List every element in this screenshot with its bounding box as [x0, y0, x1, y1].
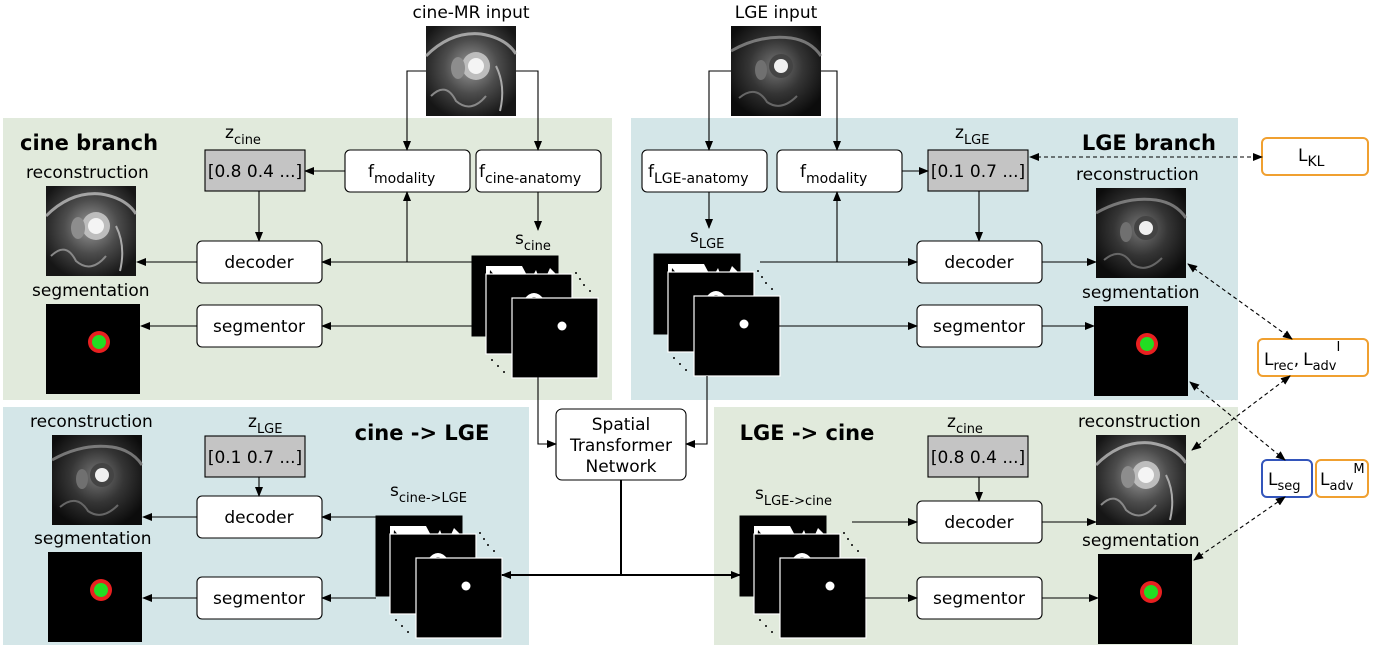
cine-to-lge-title: cine -> LGE: [355, 421, 490, 445]
z-lge-code-2: [0.1 0.7 ...]: [208, 448, 302, 468]
s-lge-label: sLGE: [690, 227, 724, 252]
z-lge-label: zLGE: [955, 123, 989, 148]
cine-input-to-f-anatomy-arrow: [516, 70, 542, 151]
lge-input-label: LGE input: [735, 3, 818, 23]
rec-adv-loss-box: [1257, 338, 1369, 377]
lge-to-cine-decoder-label: decoder: [944, 513, 1013, 533]
z-lge-label-2: zLGE: [248, 412, 282, 437]
cine-to-lge-segmentor-label: segmentor: [213, 589, 305, 609]
lge-decoder-label: decoder: [944, 253, 1013, 273]
z-cine-label: zcine: [225, 123, 261, 148]
cine-branch-title: cine branch: [20, 131, 158, 155]
s-lge-to-cine-label: sLGE->cine: [755, 484, 832, 509]
cine-to-lge-segmentation-label: segmentation: [34, 529, 152, 549]
s-cine-to-stn-arrow: [537, 376, 557, 448]
cine-to-lge-reconstruction-image: [50, 433, 144, 527]
f-lge-anatomy-label: fLGE-anatomy: [648, 162, 749, 187]
z-lge-code-box-2: [204, 435, 306, 478]
cine-to-lge-segmentation-image: [48, 552, 142, 642]
lge-segmentor-label: segmentor: [933, 317, 1025, 337]
cine-segmentation-label: segmentation: [32, 281, 150, 301]
cine-to-lge-decoder-label: decoder: [224, 508, 293, 528]
f-modality-label-lge: fmodality: [800, 162, 867, 187]
lge-segmentation-label: segmentation: [1082, 283, 1200, 303]
seg-loss-box: [1261, 459, 1313, 498]
lge-segmentation-image: [1094, 306, 1188, 396]
lge-branch-title: LGE branch: [1082, 131, 1216, 155]
lge-to-cine-reconstruction-image: [1094, 433, 1188, 527]
z-cine-label-2: zcine: [947, 412, 983, 437]
f-lge-anatomy-box: [641, 149, 768, 193]
adv-m-loss-label: LadvM: [1320, 462, 1365, 494]
lge-reconstruction-image: [1094, 186, 1188, 280]
cine-input-to-f-modality-arrow: [403, 70, 426, 151]
lge-to-cine-segmentation-label: segmentation: [1082, 531, 1200, 551]
cine-to-lge-reconstruction-label: reconstruction: [30, 412, 153, 432]
stn-label-line3: Network: [586, 457, 657, 477]
z-cine-code: [0.8 0.4 ...]: [208, 162, 302, 182]
stn-label-line2: Transformer: [569, 436, 672, 456]
cine-decoder-label: decoder: [224, 253, 293, 273]
cine-input-image: [424, 24, 518, 118]
lge-to-cine-segmentation-to-seg-loss-dashed: [1193, 496, 1286, 561]
kl-loss-label: LKL: [1298, 146, 1325, 170]
s-lge-to-stn-arrow: [685, 376, 708, 448]
z-cine-code-box-2: [927, 435, 1029, 478]
lge-input-to-f-anatomy-arrow: [705, 70, 731, 151]
cine-segmentor-label: segmentor: [213, 317, 305, 337]
lge-to-cine-segmentor-label: segmentor: [933, 589, 1025, 609]
lge-input-image: [729, 24, 823, 118]
cine-segmentation-image: [46, 304, 140, 394]
seg-loss-label: Lseg: [1268, 470, 1301, 494]
lge-reconstruction-label: reconstruction: [1076, 165, 1199, 185]
lge-reconstruction-to-rec-loss-dashed: [1187, 263, 1293, 340]
adv-m-loss-box: [1315, 459, 1369, 498]
lge-to-cine-segmentation-image: [1098, 554, 1192, 644]
s-cine-to-lge-label: scine->LGE: [390, 481, 467, 506]
z-cine-code-2: [0.8 0.4 ...]: [931, 448, 1025, 468]
rec-adv-loss-label: Lrec,LadvI: [1264, 340, 1340, 374]
f-cine-anatomy-label: fcine-anatomy: [479, 162, 581, 187]
lge-to-cine-reconstruction-label: reconstruction: [1078, 412, 1201, 432]
cine-input-label: cine-MR input: [412, 3, 529, 23]
lge-input-to-f-modality-arrow: [821, 70, 841, 151]
f-modality-label-cine: fmodality: [368, 162, 435, 187]
s-cine-label: scine: [515, 229, 551, 254]
lge-to-cine-title: LGE -> cine: [740, 421, 875, 445]
z-lge-code: [0.1 0.7 ...]: [931, 162, 1025, 182]
cine-reconstruction-image: [44, 184, 138, 278]
stn-label-line1: Spatial: [592, 415, 651, 435]
cine-reconstruction-label: reconstruction: [26, 163, 149, 183]
z-lge-code-box: [927, 149, 1029, 192]
